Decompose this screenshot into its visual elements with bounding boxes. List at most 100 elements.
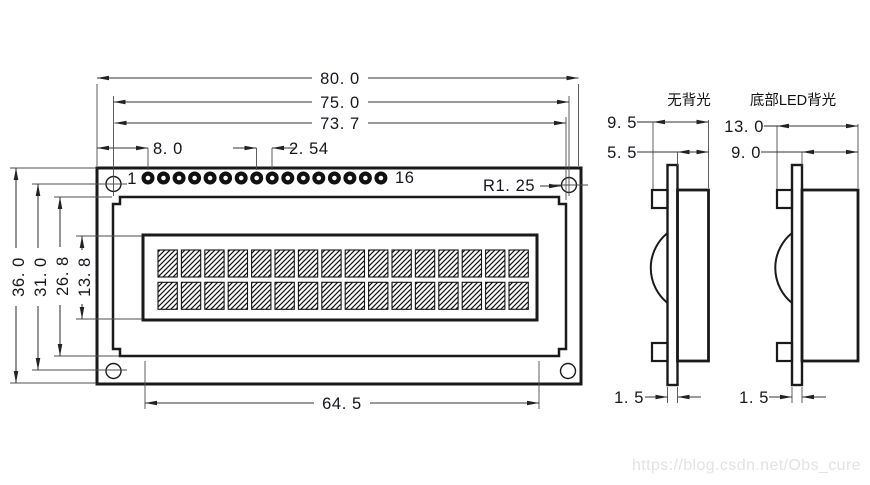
- character-cell: [204, 281, 225, 310]
- pin-row: [141, 171, 388, 185]
- dim-label-pin1-offset: 8. 0: [153, 140, 183, 158]
- dim-label-total-width: 80. 0: [320, 70, 360, 88]
- mounting-hole: [559, 362, 577, 380]
- display-cells: [157, 249, 529, 310]
- side-view-title: 无背光: [667, 92, 711, 109]
- side-view-led-backlight: 底部LED背光 13. 0 9. 0 1. 5: [724, 92, 860, 407]
- pin-hole: [296, 171, 310, 185]
- dim-label-hole-span-h: 75. 0: [320, 94, 360, 112]
- pin-hole: [234, 171, 248, 185]
- pin-hole: [312, 171, 326, 185]
- character-cell: [438, 281, 459, 310]
- dim-label-bezel-width: 73. 7: [320, 115, 360, 133]
- character-cell: [297, 281, 319, 310]
- front-view: 80. 0 75. 0 73. 7 8. 0 2. 54: [10, 69, 588, 413]
- side-view-no-backlight: 无背光 9. 5 5. 5 1. 5: [607, 92, 711, 407]
- pcb-side: [790, 163, 804, 387]
- dim-label-overall-depth: 13. 0: [724, 118, 764, 136]
- pin-hole: [343, 171, 357, 185]
- pin-hole: [141, 171, 155, 185]
- dim-label-pin-pitch: 2. 54: [289, 140, 329, 158]
- pin-hole: [358, 171, 372, 185]
- bezel-tab-bottom: [650, 341, 669, 363]
- dim-window-width: 64. 5: [144, 361, 540, 413]
- dim-mount-hole-radius: R1. 25: [483, 177, 561, 195]
- character-cell: [321, 249, 342, 278]
- character-cell: [344, 249, 366, 278]
- character-cell: [391, 281, 412, 310]
- character-cell: [414, 281, 436, 310]
- dim-label-body-depth: 5. 5: [607, 144, 637, 162]
- pin-hole: [188, 171, 202, 185]
- pcb-side: [666, 163, 679, 387]
- dim-label-bezel-height: 26. 8: [54, 256, 72, 296]
- pin-hole: [219, 171, 233, 185]
- pin-hole: [203, 171, 217, 185]
- character-cell: [508, 281, 529, 310]
- character-cell: [438, 249, 459, 278]
- dim-pin-pitch: 2. 54: [233, 140, 329, 170]
- character-cell: [461, 249, 483, 278]
- character-cell: [485, 249, 506, 278]
- character-cell: [344, 281, 366, 310]
- pin-hole: [250, 171, 264, 185]
- dim-label-hole-radius: R1. 25: [483, 177, 535, 195]
- dim-label-total-height: 36. 0: [10, 257, 28, 297]
- dim-label-body-depth: 9. 0: [731, 144, 761, 162]
- pin-first-label: 1: [127, 170, 137, 188]
- pin-last-label: 16: [395, 169, 415, 187]
- dim-overall-depth: 13. 0: [724, 118, 859, 189]
- lens-bulge: [649, 232, 669, 304]
- character-cell: [157, 281, 178, 310]
- bezel-tab-top: [650, 188, 669, 210]
- dim-total-width: 80. 0: [96, 69, 579, 166]
- dim-overall-depth: 9. 5: [607, 114, 709, 189]
- dim-body-depth: 5. 5: [607, 144, 709, 166]
- bezel-outline: [111, 195, 568, 358]
- character-cell: [204, 249, 225, 278]
- pin-hole: [374, 171, 388, 185]
- pin-hole: [172, 171, 186, 185]
- character-cell: [274, 281, 295, 310]
- pcb-outline: [95, 166, 583, 386]
- display-window: [141, 233, 539, 322]
- dim-pcb-thickness: 1. 5: [614, 387, 701, 407]
- pin-hole: [281, 171, 295, 185]
- dim-label-window-height: 13. 8: [76, 257, 94, 297]
- watermark: https://blog.csdn.net/Obs_cure: [632, 457, 861, 474]
- side-view-title: 底部LED背光: [750, 92, 836, 109]
- dim-label-overall-depth: 9. 5: [607, 114, 637, 132]
- dim-label-hole-span-v: 31. 0: [32, 257, 50, 297]
- body-side: [800, 188, 860, 363]
- character-cell: [391, 249, 412, 278]
- character-cell: [321, 281, 342, 310]
- dim-pcb-thickness: 1. 5: [739, 387, 826, 407]
- pin-hole: [157, 171, 171, 185]
- character-cell: [251, 281, 272, 310]
- character-cell: [274, 249, 295, 278]
- dim-label-pcb-thickness: 1. 5: [739, 389, 769, 407]
- character-cell: [414, 249, 436, 278]
- character-cell: [485, 281, 506, 310]
- dim-bezel-width: 73. 7: [114, 114, 567, 200]
- dim-pin1-offset: 8. 0: [97, 140, 183, 170]
- character-cell: [227, 281, 249, 310]
- character-cell: [508, 249, 529, 278]
- character-cell: [157, 249, 178, 278]
- dim-window-height: 13. 8: [76, 235, 142, 320]
- pin-hole: [265, 171, 279, 185]
- character-cell: [180, 249, 202, 278]
- bezel-tab-bottom: [775, 341, 794, 363]
- mounting-hole: [105, 362, 122, 380]
- character-cell: [368, 281, 389, 310]
- body-side: [676, 188, 710, 363]
- dim-mount-hole-span-v: 31. 0: [32, 183, 127, 371]
- dim-total-height: 36. 0: [10, 167, 96, 384]
- character-cell: [297, 249, 319, 278]
- character-cell: [251, 249, 272, 278]
- dim-bezel-height: 26. 8: [54, 196, 119, 357]
- lens-bulge: [774, 232, 793, 304]
- dim-body-depth: 9. 0: [731, 144, 858, 166]
- dim-label-pcb-thickness: 1. 5: [614, 389, 644, 407]
